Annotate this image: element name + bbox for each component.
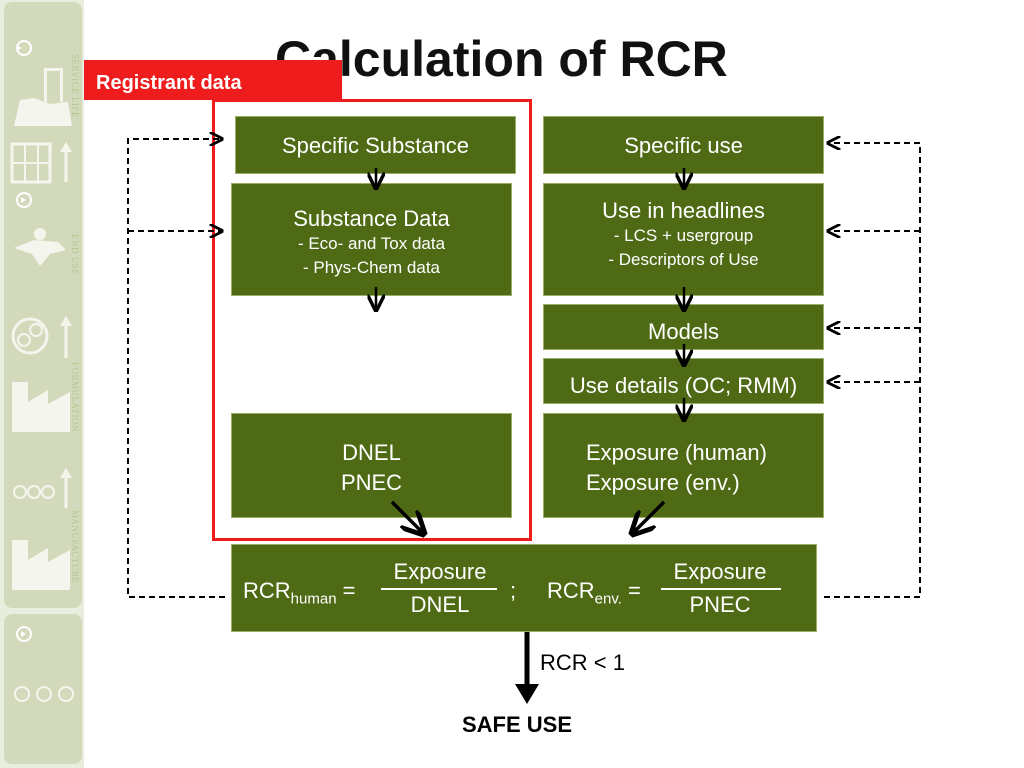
env-numerator: Exposure: [673, 559, 767, 584]
use-in-headlines-box: Use in headlines - LCS + usergroup - Des…: [543, 183, 824, 296]
substance-data-item: - Phys-Chem data: [303, 258, 440, 277]
service-life-icon: [14, 40, 72, 126]
sidebar-label-formulation: FORMULATION: [70, 362, 80, 433]
three-circles-icon: [13, 468, 72, 508]
substance-data-title: Substance Data: [293, 206, 450, 231]
flow-arrows: [376, 168, 684, 534]
registrant-data-frame: [212, 99, 532, 541]
substance-data-box: Substance Data - Eco- and Tox data - Phy…: [231, 183, 512, 296]
env-denominator: PNEC: [689, 592, 751, 617]
dnel-pnec-box: DNEL PNEC: [231, 413, 512, 518]
rcr-env-term: RCRenv. =: [547, 578, 641, 607]
rcr-env-subscript: env.: [594, 590, 622, 608]
sidebar-label-manufacture: MANUFACTURE: [70, 510, 80, 584]
exposure-box: Exposure (human) Exposure (env.): [543, 413, 824, 518]
sidebar-panel-bottom: [4, 614, 82, 764]
page-title: Calculation of RCR: [275, 31, 728, 87]
rcr-env-label: RCR: [547, 578, 595, 603]
env-fraction-line: [661, 588, 781, 590]
rcr-human-term: RCRhuman =: [243, 578, 356, 607]
specific-substance-label: Specific Substance: [281, 133, 470, 158]
specific-use-label: Specific use: [624, 133, 743, 158]
rcr-human-subscript: human: [290, 590, 337, 608]
rcr-condition-label: RCR < 1: [540, 650, 625, 675]
human-fraction-line: [381, 588, 497, 590]
equals-sign: =: [628, 578, 641, 603]
result-arrow: [515, 632, 539, 704]
registrant-data-tag: Registrant data: [84, 60, 342, 100]
sidebar-label-service-life: SERVICE LIFE: [70, 54, 80, 119]
bottom-circles-icon: [14, 626, 74, 702]
exposure-human-label: Exposure (human): [586, 440, 767, 465]
use-in-headlines-title: Use in headlines: [602, 198, 765, 223]
formulation-circles-icon: [11, 316, 72, 358]
sidebar-label-end-use: END USE: [70, 234, 80, 276]
human-numerator: Exposure: [393, 559, 487, 584]
formula-separator: ;: [510, 578, 517, 603]
exposure-env-label: Exposure (env.): [586, 470, 740, 495]
sidebar-panel: SERVICE LIFE END USE FORMULATION MANUFAC…: [4, 2, 82, 608]
factory-icon: [12, 382, 70, 432]
models-label: Models: [648, 319, 719, 344]
specific-substance-box: Specific Substance: [235, 116, 516, 174]
safe-use-label: SAFE USE: [462, 712, 573, 737]
registrant-data-label: Registrant data: [96, 72, 242, 94]
pnec-label: PNEC: [340, 470, 403, 495]
use-details-box: Use details (OC; RMM): [543, 358, 824, 404]
use-in-headlines-item: - LCS + usergroup: [613, 226, 754, 245]
end-use-icon: [14, 192, 66, 266]
left-feedback-connector: [127, 139, 225, 598]
sidebar: SERVICE LIFE END USE FORMULATION MANUFAC…: [0, 0, 84, 768]
right-feedback-connector: [824, 143, 921, 598]
use-in-headlines-item: - Descriptors of Use: [608, 250, 759, 269]
building-grid-icon: [10, 142, 72, 184]
manufacture-factory-icon: [12, 540, 70, 590]
dnel-label: DNEL: [342, 440, 401, 465]
human-denominator: DNEL: [410, 592, 470, 617]
equals-sign: =: [342, 578, 356, 603]
rcr-human-label: RCR: [243, 578, 291, 603]
use-details-label: Use details (OC; RMM): [569, 373, 798, 398]
substance-data-item: - Eco- and Tox data: [297, 234, 446, 253]
